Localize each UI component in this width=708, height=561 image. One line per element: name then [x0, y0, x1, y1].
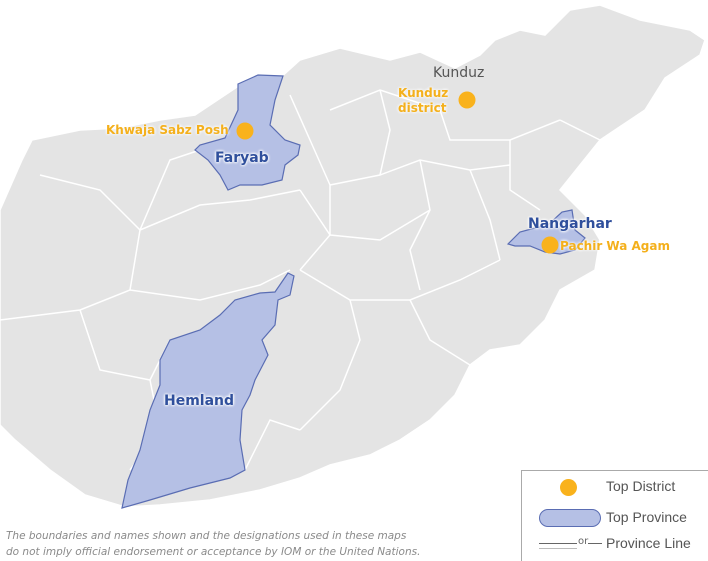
legend-or-text: or	[578, 536, 589, 547]
legend-double-line-icon	[539, 543, 577, 549]
disclaimer-line1: The boundaries and names shown and the d…	[6, 530, 407, 542]
country-outline	[0, 4, 706, 508]
province-label-nangarhar: Nangarhar	[528, 216, 612, 232]
district-marker-khwaja-sabz-posh	[236, 122, 254, 140]
legend-row-province-line: or Province Line	[522, 532, 708, 556]
district-marker-kunduz	[458, 91, 476, 109]
province-hemland	[121, 272, 295, 509]
legend: Top District Top Province or Province Li…	[521, 470, 708, 561]
province-label-hemland: Hemland	[164, 393, 235, 409]
disclaimer-line2: do not imply official endorsement or acc…	[6, 546, 421, 558]
district-marker-pachir-wa-agam	[541, 236, 559, 254]
province-lines	[0, 89, 601, 471]
city-label-kunduz: Kunduz	[433, 65, 485, 81]
district-label-khwaja-sabz-posh: Khwaja Sabz Posh	[106, 123, 229, 137]
disclaimer: The boundaries and names shown and the d…	[6, 528, 526, 560]
legend-row-top-district: Top District	[522, 475, 708, 499]
district-label-pachir-wa-agam: Pachir Wa Agam	[560, 239, 670, 253]
province-label-faryab: Faryab	[215, 150, 269, 166]
district-label-kunduz-line2: district	[398, 101, 447, 115]
legend-row-top-province: Top Province	[522, 506, 708, 530]
province-nangarhar	[506, 209, 586, 255]
legend-district-dot-icon	[560, 479, 577, 496]
legend-single-line-icon	[588, 543, 602, 544]
legend-province-swatch-icon	[539, 509, 601, 527]
legend-label-province-line: Province Line	[606, 535, 691, 551]
district-label-kunduz: Kunduz district	[398, 86, 448, 116]
legend-label-top-district: Top District	[606, 478, 676, 494]
legend-label-top-province: Top Province	[606, 509, 687, 525]
district-label-kunduz-line1: Kunduz	[398, 86, 449, 100]
